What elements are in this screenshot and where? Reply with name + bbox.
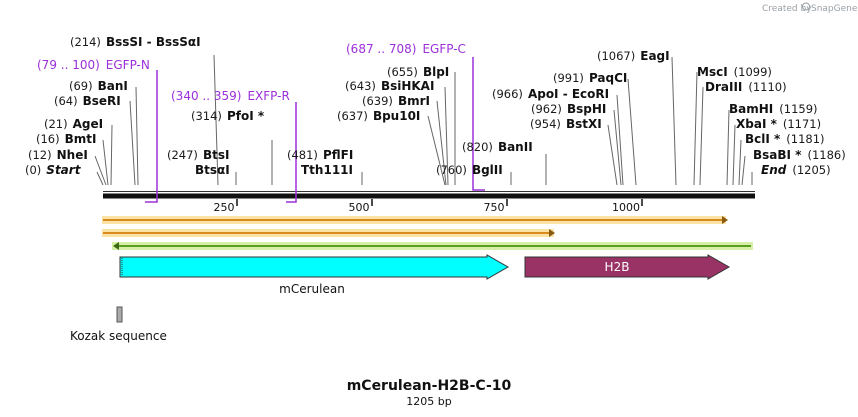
- site-bsssi: BssSI - BssSαI: [106, 35, 201, 49]
- svg-text:(687 .. 708)EGFP-C: (687 .. 708) EGFP-C: [346, 42, 466, 56]
- site-apoi-ecori: ApoI - EcoRI: [528, 87, 609, 101]
- site-bmri: BmrI: [398, 94, 430, 108]
- site-btsai: BtsαI: [195, 163, 230, 177]
- primer-range: (340 .. 359): [171, 89, 241, 103]
- map-title: mCerulean-H2B-C-10: [347, 378, 512, 394]
- svg-text:DraIII(1110): DraIII(1110): [705, 80, 787, 94]
- svg-text:BamHI(1159): BamHI(1159): [729, 102, 818, 116]
- site-paqci: PaqCI: [589, 71, 627, 85]
- site-leader-lines: [94, 54, 753, 186]
- svg-text:(16)BmtI: (16)BmtI: [36, 132, 96, 146]
- site-pos: (0): [25, 163, 41, 177]
- site-agei: AgeI: [73, 117, 103, 131]
- primer-range: (687 .. 708): [346, 42, 416, 56]
- ruler-tick-label: 250: [214, 201, 235, 214]
- svg-text:(962)BspHI: (962)BspHI: [531, 102, 606, 116]
- svg-text:(340 .. 359)EXFP-R: (340 .. 359) EXFP-R: [171, 89, 290, 103]
- site-pflfi: PflFI: [323, 148, 353, 162]
- dna-backbone: [103, 193, 755, 199]
- site-nhei: NheI: [57, 148, 88, 162]
- svg-text:(966)ApoI - EcoRI: (966)ApoI - EcoRI: [492, 87, 609, 101]
- site-bseri: BseRI: [83, 94, 121, 108]
- site-pfoi: PfoI *: [227, 109, 265, 123]
- svg-text:End(1205): End(1205): [761, 163, 831, 177]
- svg-text:(64)BseRI: (64)BseRI: [54, 94, 121, 108]
- site-bsihkai: BsiHKAI: [381, 79, 435, 93]
- svg-text:(954)BstXI: (954)BstXI: [530, 117, 602, 131]
- site-bglii: BglII: [472, 163, 503, 177]
- svg-text:BclI *(1181): BclI *(1181): [745, 132, 825, 146]
- primer-egfp-n: EGFP-N: [106, 58, 150, 72]
- svg-text:(637)Bpu10I: (637)Bpu10I: [337, 109, 420, 123]
- primer-egfp-c: EGFP-C: [422, 42, 465, 56]
- snapgene-logo-icon: [802, 2, 810, 11]
- orf-track: [102, 216, 753, 250]
- svg-text:(481)PflFI: (481)PflFI: [287, 148, 353, 162]
- ruler-tick-label: 750: [484, 201, 505, 214]
- svg-text:(314)PfoI *: (314)PfoI *: [191, 109, 265, 123]
- site-banii: BanII: [498, 140, 533, 154]
- site-bpu10i: Bpu10I: [373, 109, 420, 123]
- primer-markers: [145, 57, 485, 203]
- feature-label-h2b: H2B: [605, 260, 630, 274]
- svg-text:(247)BtsI: (247)BtsI: [167, 148, 229, 162]
- feature-kozak-sequence[interactable]: [116, 306, 123, 323]
- site-msci: MscI: [697, 65, 728, 79]
- site-bstxi: BstXI: [566, 117, 602, 131]
- site-bani: BanI: [98, 79, 128, 93]
- svg-text:(0)Start: (0) Start: [25, 163, 82, 177]
- svg-text:(655)BlpI: (655)BlpI: [387, 65, 449, 79]
- svg-text:(214)BssSI - BssSαI: (214)BssSI - BssSαI: [70, 35, 201, 49]
- feature-label-kozak: Kozak sequence: [70, 329, 167, 343]
- svg-text:(79 .. 100)EGFP-N: (79 .. 100) EGFP-N: [37, 58, 150, 72]
- site-xbai: XbaI *: [736, 117, 778, 131]
- ruler-tick-label: 500: [349, 201, 370, 214]
- svg-text:(760)BglII: (760)BglII: [436, 163, 503, 177]
- site-bsabi: BsaBI *: [753, 148, 802, 162]
- site-bcli: BclI *: [745, 132, 781, 146]
- site-bsphi: BspHI: [567, 102, 606, 116]
- ruler-ticks: 250 500 750 1000: [214, 199, 643, 214]
- svg-text:XbaI *(1171): XbaI *(1171): [736, 117, 821, 131]
- ruler-tick-label: 1000: [612, 201, 640, 214]
- svg-text:(639)BmrI: (639)BmrI: [362, 94, 430, 108]
- svg-text:(21)AgeI: (21)AgeI: [44, 117, 103, 131]
- svg-text:(69)BanI: (69)BanI: [69, 79, 128, 93]
- site-eagi: EagI: [640, 49, 669, 63]
- map-length: 1205 bp: [406, 395, 451, 408]
- primer-range: (79 .. 100): [37, 58, 100, 72]
- site-tth111i: Tth111I: [301, 163, 353, 177]
- svg-text:(1067)EagI: (1067)EagI: [597, 49, 670, 63]
- svg-text:MscI(1099): MscI(1099): [697, 65, 772, 79]
- feature-h2b[interactable]: [524, 254, 731, 280]
- credit-created-by: Created by: [762, 4, 812, 14]
- svg-text:(820)BanII: (820)BanII: [462, 140, 533, 154]
- svg-text:BsaBI *(1186): BsaBI *(1186): [753, 148, 846, 162]
- site-btsi: BtsI: [203, 148, 230, 162]
- svg-text:(12)NheI: (12)NheI: [28, 148, 88, 162]
- svg-text:(991)PaqCI: (991)PaqCI: [553, 71, 627, 85]
- site-end: End: [761, 163, 787, 177]
- credit-brand: SnapGene: [811, 4, 858, 14]
- site-draiii: DraIII: [705, 80, 742, 94]
- feature-mcerulean[interactable]: [119, 254, 510, 280]
- feature-label-mcerulean: mCerulean: [279, 282, 345, 296]
- site-start: Start: [46, 163, 81, 177]
- site-bmti: BmtI: [65, 132, 97, 146]
- site-bamhi: BamHI: [729, 102, 773, 116]
- svg-text:(643)BsiHKAI: (643)BsiHKAI: [345, 79, 434, 93]
- primer-exfp-r: EXFP-R: [247, 89, 289, 103]
- site-blpi: BlpI: [423, 65, 449, 79]
